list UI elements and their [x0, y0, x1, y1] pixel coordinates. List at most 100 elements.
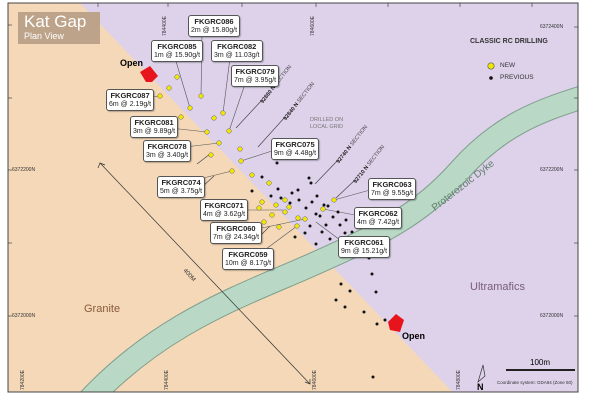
new-drill-hole: [294, 223, 300, 229]
new-drill-hole: [211, 115, 217, 121]
new-holes: [157, 74, 337, 230]
hole-id: FKGRC082: [217, 42, 257, 51]
previous-drill-hole: [275, 161, 279, 165]
distance-line: [97, 162, 311, 385]
previous-drill-hole: [362, 310, 366, 314]
previous-drill-hole: [348, 289, 352, 293]
previous-drill-hole: [370, 272, 374, 276]
previous-drill-hole: [269, 194, 273, 198]
new-drill-hole: [261, 219, 267, 225]
hole-result: 5m @ 3.75g/t: [160, 188, 203, 195]
new-drill-hole: [249, 172, 255, 178]
coordinate-system: Coordinate system: GDA94 (Zone 50): [497, 380, 573, 385]
new-drill-hole: [216, 140, 222, 146]
hole-id: FKGRC074: [161, 178, 201, 187]
hole-id: FKGRC060: [216, 224, 256, 233]
grid-bottom-784600E: 784600E: [312, 369, 318, 390]
previous-drill-hole: [279, 196, 283, 200]
grid-bottom-784800E: 784800E: [456, 369, 462, 390]
hole-result: 10m @ 8.17g/t: [225, 260, 272, 267]
new-drill-hole: [204, 129, 210, 135]
previous-drill-hole: [310, 200, 314, 204]
previous-drill-hole: [383, 318, 387, 322]
new-drill-hole: [259, 199, 265, 205]
legend-new-label: NEW: [500, 62, 516, 69]
previous-drill-hole: [309, 181, 313, 185]
legend-new-marker: [487, 62, 495, 70]
previous-drill-hole: [290, 191, 294, 195]
new-drill-hole: [269, 212, 275, 218]
previous-drill-hole: [375, 322, 379, 326]
hole-result: 2m @ 15.80g/t: [191, 27, 238, 34]
grid-bottom-784200E: 784200E: [20, 369, 26, 390]
grid-right-6372400N: 6372400N: [540, 24, 564, 30]
hole-result: 7m @ 24.34g/t: [213, 234, 260, 241]
hole-id: FKGRC059: [228, 250, 268, 259]
legend-previous-marker: [489, 76, 493, 80]
new-drill-hole: [157, 93, 163, 99]
grid-top-784600E: 784600E: [310, 15, 316, 36]
previous-drill-hole: [250, 189, 254, 193]
previous-drill-hole: [314, 212, 318, 216]
previous-drill-hole: [324, 223, 328, 227]
previous-drill-hole: [315, 194, 319, 198]
map-title-box: Kat Gap Plan View: [18, 12, 100, 44]
hole-id: FKGRC086: [194, 17, 234, 26]
hole-id: FKGRC075: [275, 140, 315, 149]
previous-drill-hole: [343, 305, 347, 309]
scale-label: 100m: [530, 358, 551, 367]
ultramafics-label: Ultramafics: [470, 281, 526, 293]
map-title: Kat Gap: [24, 12, 87, 31]
previous-drill-hole: [307, 176, 311, 180]
hole-result: 7m @ 3.95g/t: [234, 77, 277, 84]
hole-result: 9m @ 4.48g/t: [274, 150, 317, 157]
previous-drill-hole: [344, 218, 348, 222]
open-arrow-se: [388, 314, 404, 332]
granite-label: Granite: [84, 303, 121, 315]
previous-drill-hole: [288, 201, 292, 205]
new-drill-hole: [331, 197, 337, 203]
hole-id: FKGRC061: [344, 238, 384, 247]
map-frame: [7, 2, 579, 393]
previous-drill-hole: [326, 204, 330, 208]
previous-drill-hole: [318, 214, 322, 218]
new-drill-hole: [187, 105, 193, 111]
new-drill-hole: [237, 146, 243, 152]
hole-result: 4m @ 7.42g/t: [357, 219, 400, 226]
previous-drill-hole: [303, 231, 307, 235]
new-drill-hole: [273, 202, 279, 208]
previous-drill-hole: [339, 282, 343, 286]
previous-drill-hole: [297, 198, 301, 202]
previous-drill-hole: [350, 230, 354, 234]
new-drill-hole: [320, 206, 326, 212]
new-drill-hole: [174, 74, 180, 80]
new-drill-hole: [302, 216, 308, 222]
new-drill-hole: [166, 85, 172, 91]
grid-bottom-784400E: 784400E: [164, 369, 170, 390]
new-drill-hole: [226, 128, 232, 134]
previous-drill-hole: [374, 290, 378, 294]
previous-drill-hole: [296, 188, 300, 192]
hole-result: 3m @ 11.03g/t: [214, 52, 260, 59]
open-label-se: Open: [402, 331, 426, 341]
previous-drill-hole: [336, 210, 340, 214]
grid-left-6372200N: 6372200N: [12, 167, 36, 173]
new-drill-hole: [220, 110, 226, 116]
previous-drill-hole: [260, 175, 264, 179]
hole-id: FKGRC085: [157, 42, 197, 51]
